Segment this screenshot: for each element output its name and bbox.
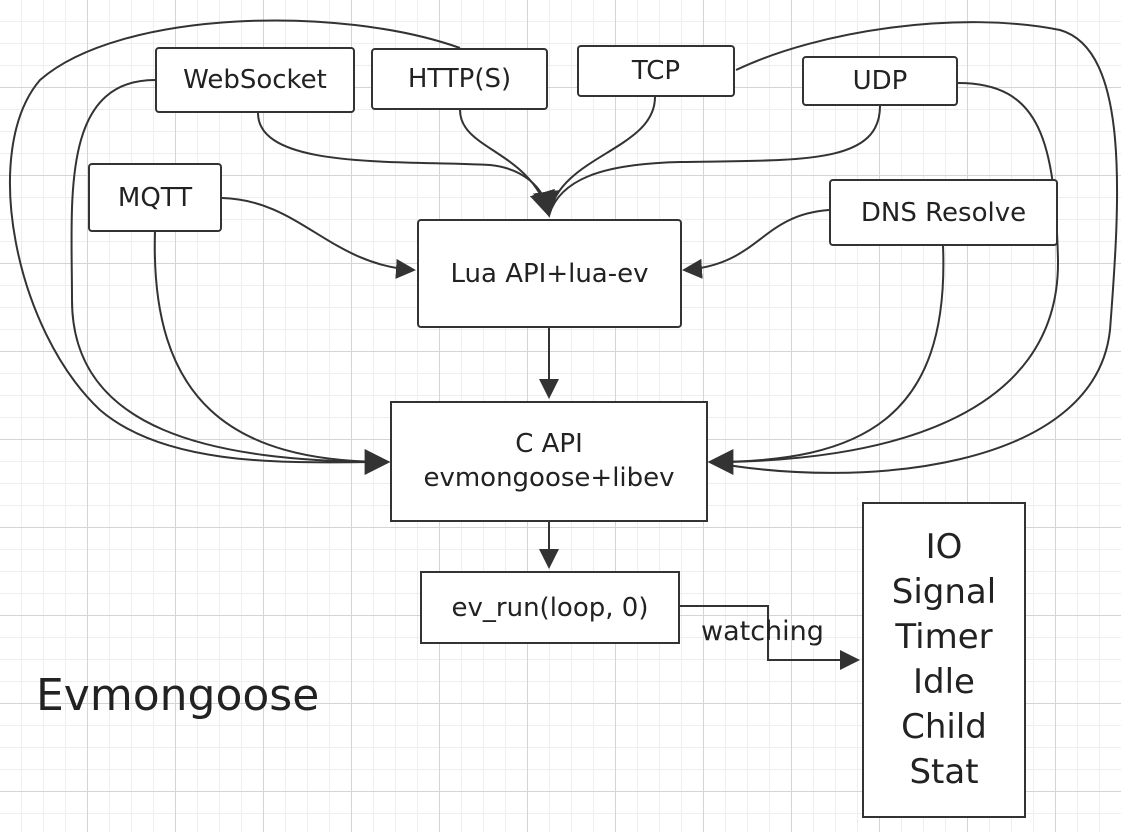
edge-label-watching: watching bbox=[701, 616, 824, 647]
node-mqtt: MQTT bbox=[88, 163, 222, 232]
node-ev-run: ev_run(loop, 0) bbox=[420, 571, 680, 644]
edge-udp-to-capi bbox=[709, 82, 1060, 463]
edge-tcp-to-capi bbox=[709, 21, 1119, 474]
node-dns-resolve: DNS Resolve bbox=[829, 179, 1058, 246]
edge-evrun-to-watchers bbox=[680, 605, 860, 670]
node-c-api: C API evmongoose+libev bbox=[390, 401, 708, 522]
edge-https-to-lua bbox=[459, 109, 555, 218]
edge-udp-to-lua bbox=[548, 105, 881, 216]
watcher-idle: Idle bbox=[913, 662, 975, 702]
node-udp: UDP bbox=[802, 56, 958, 106]
node-lua-api: Lua API+lua-ev bbox=[417, 219, 682, 328]
watcher-child: Child bbox=[901, 707, 987, 747]
watcher-io: IO bbox=[925, 527, 963, 567]
edge-websocket-to-capi bbox=[70, 79, 389, 463]
edge-https-to-capi bbox=[8, 19, 461, 464]
edge-websocket-to-lua bbox=[257, 112, 559, 218]
node-tcp: TCP bbox=[577, 45, 735, 97]
edge-tcp-to-lua bbox=[548, 96, 656, 216]
node-websocket: WebSocket bbox=[155, 47, 355, 113]
watcher-timer: Timer bbox=[895, 617, 993, 657]
watcher-stat: Stat bbox=[909, 752, 979, 792]
watcher-signal: Signal bbox=[891, 572, 997, 612]
diagram-title: Evmongoose bbox=[36, 670, 320, 721]
edge-mqtt-to-lua bbox=[221, 197, 416, 279]
edge-dns-to-lua bbox=[682, 209, 830, 279]
edge-mqtt-to-capi bbox=[153, 231, 391, 475]
node-watchers: IO Signal Timer Idle Child Stat bbox=[862, 502, 1026, 818]
edge-dns-to-capi bbox=[707, 245, 945, 475]
node-https: HTTP(S) bbox=[371, 48, 548, 110]
c-api-subtitle: evmongoose+libev bbox=[423, 462, 675, 493]
c-api-title: C API bbox=[515, 428, 583, 459]
